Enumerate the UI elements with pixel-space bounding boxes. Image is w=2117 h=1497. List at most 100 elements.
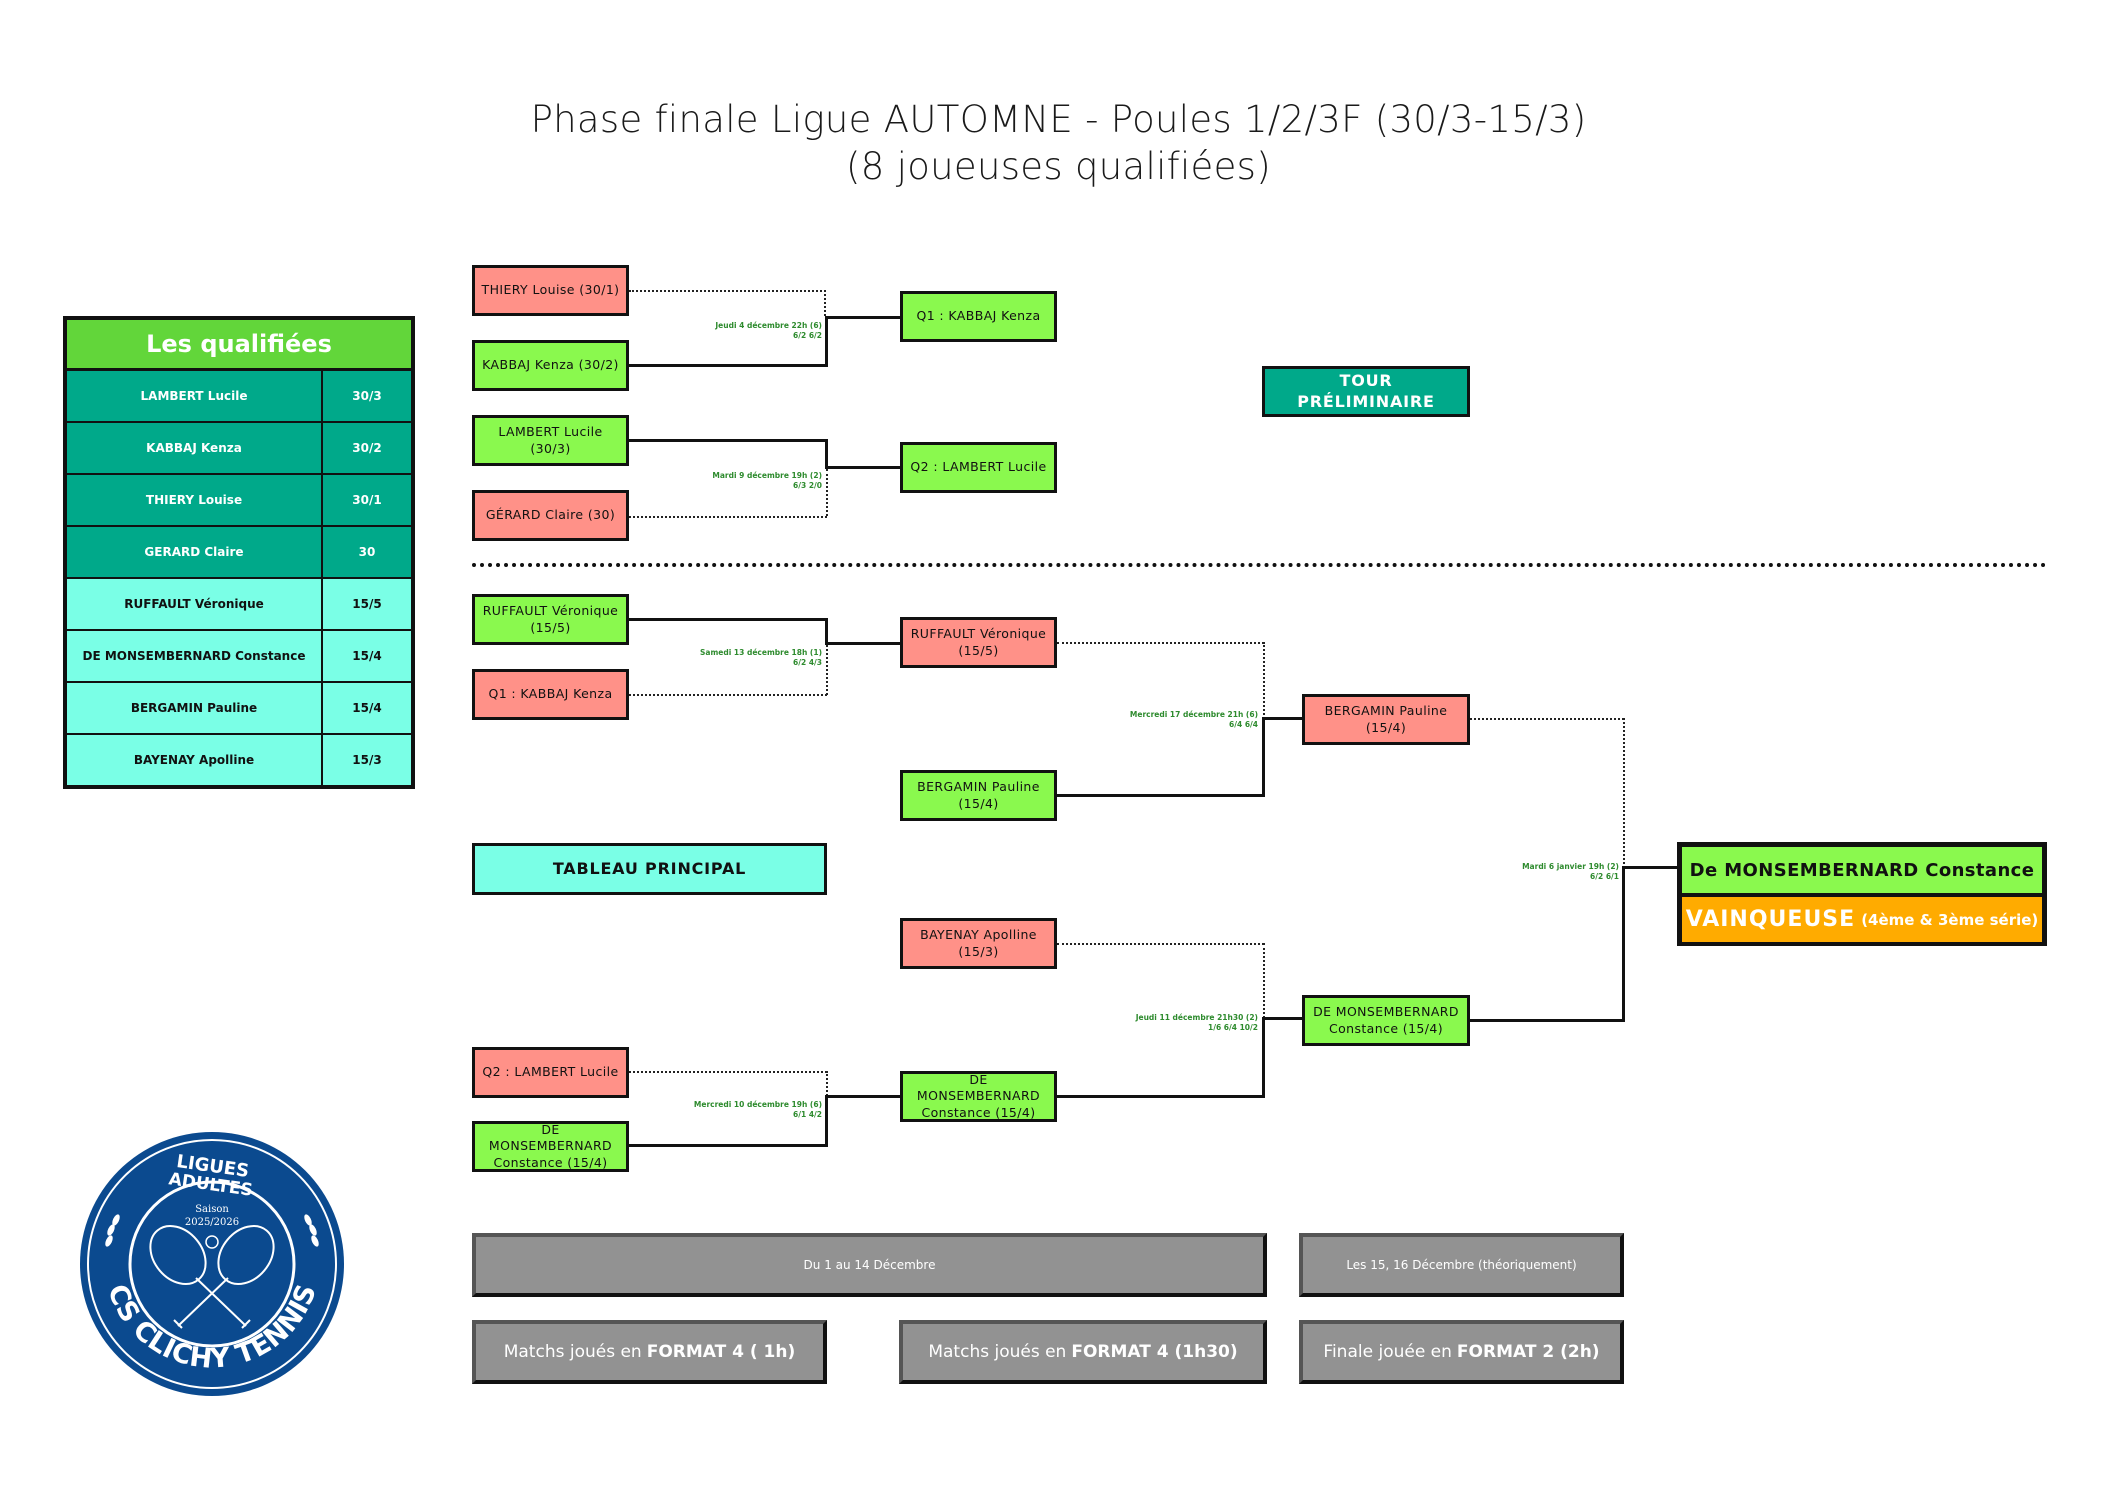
connector — [1262, 1017, 1265, 1098]
schedule-period-1: Du 1 au 14 Décembre — [472, 1233, 1267, 1297]
champion-box: De MONSEMBERNARD Constance VAINQUEUSE (4… — [1677, 842, 2047, 946]
champion-name: De MONSEMBERNARD Constance — [1682, 847, 2042, 897]
qualifier-row: BAYENAY Apolline 15/3 — [67, 735, 411, 785]
connector — [824, 290, 826, 316]
r1-bottom-player2: DE MONSEMBERNARD Constance (15/4) — [472, 1121, 629, 1172]
match-info: Mardi 6 janvier 19h (2) 6/2 6/1 — [1522, 862, 1619, 882]
qualifier-name: RUFFAULT Véronique — [67, 579, 323, 629]
connector — [825, 642, 901, 645]
seed-bottom-player: BAYENAY Apolline (15/3) — [900, 918, 1057, 969]
prelim2-player1: LAMBERT Lucile (30/3) — [472, 415, 629, 466]
connector — [1470, 1019, 1625, 1022]
match-score: 1/6 6/4 10/2 — [1208, 1023, 1258, 1033]
match-score: 6/3 2/0 — [793, 481, 822, 491]
r1-bottom-winner: DE MONSEMBERNARD Constance (15/4) — [900, 1071, 1057, 1122]
format-prefix: Matchs joués en — [503, 1342, 642, 1362]
connector — [826, 469, 828, 516]
prelim1-player1: THIERY Louise (30/1) — [472, 265, 629, 316]
format-value: FORMAT 2 (2h) — [1456, 1342, 1600, 1362]
r1-top-winner: RUFFAULT Véronique (15/5) — [900, 617, 1057, 668]
match-info: Mardi 9 décembre 19h (2) 6/3 2/0 — [712, 471, 822, 491]
match-date: Samedi 13 décembre 18h (1) — [700, 648, 822, 657]
match-info: Samedi 13 décembre 18h (1) 6/2 4/3 — [700, 648, 822, 668]
logo-emblem-icon: LIGUES ADULTES Saison 2025/2026 CS CLICH… — [80, 1132, 344, 1396]
qualifier-name: THIERY Louise — [67, 475, 323, 525]
qualifier-rank: 15/5 — [352, 597, 382, 611]
r1-top-player2: Q1 : KABBAJ Kenza — [472, 669, 629, 720]
qualifier-row: RUFFAULT Véronique 15/5 — [67, 579, 411, 631]
qualifiers-heading: Les qualifiées — [67, 320, 411, 371]
connector — [825, 439, 828, 469]
prelim1-player2: KABBAJ Kenza (30/2) — [472, 340, 629, 391]
qualifier-rank: 30/1 — [352, 493, 382, 507]
connector — [825, 316, 901, 319]
connector — [1057, 642, 1264, 644]
semi-bottom-winner: DE MONSEMBERNARD Constance (15/4) — [1302, 995, 1470, 1046]
qualifier-rank: 15/3 — [352, 753, 382, 767]
format-value: FORMAT 4 ( 1h) — [646, 1342, 796, 1362]
qualifier-rank: 30 — [358, 545, 376, 559]
section-divider — [472, 563, 2047, 567]
r1-bottom-player1: Q2 : LAMBERT Lucile — [472, 1047, 629, 1098]
connector — [629, 1071, 827, 1073]
qualifier-name: BAYENAY Apolline — [67, 735, 323, 785]
qualifier-rank: 30/3 — [352, 389, 382, 403]
prelim2-player2: GÉRARD Claire (30) — [472, 490, 629, 541]
prelim2-winner: Q2 : LAMBERT Lucile — [900, 442, 1057, 493]
match-score: 6/2 6/2 — [793, 331, 822, 341]
connector — [629, 439, 828, 442]
club-logo: LIGUES ADULTES Saison 2025/2026 CS CLICH… — [78, 1130, 346, 1398]
prelim1-winner: Q1 : KABBAJ Kenza — [900, 291, 1057, 342]
connector — [1262, 1017, 1304, 1020]
qualifier-name: KABBAJ Kenza — [67, 423, 323, 473]
qualifier-row: BERGAMIN Pauline 15/4 — [67, 683, 411, 735]
match-info: Mercredi 10 décembre 19h (6) 6/1 4/2 — [694, 1100, 822, 1120]
match-date: Mercredi 17 décembre 21h (6) — [1129, 710, 1258, 719]
winner-label: VAINQUEUSE — [1685, 907, 1856, 932]
qualifier-rank: 15/4 — [352, 701, 382, 715]
logo-season-label: Saison — [195, 1204, 229, 1215]
match-date: Mardi 9 décembre 19h (2) — [712, 471, 822, 480]
connector — [826, 1071, 828, 1096]
qualifier-row: THIERY Louise 30/1 — [67, 475, 411, 527]
match-date: Jeudi 11 décembre 21h30 (2) — [1135, 1013, 1258, 1022]
logo-season: 2025/2026 — [185, 1217, 239, 1228]
format-value: FORMAT 4 (1h30) — [1071, 1342, 1238, 1362]
qualifier-row: KABBAJ Kenza 30/2 — [67, 423, 411, 475]
connector — [629, 516, 827, 518]
connector — [1057, 1095, 1265, 1098]
connector — [1263, 642, 1265, 719]
format-prefix: Matchs joués en — [928, 1342, 1067, 1362]
connector — [629, 290, 826, 292]
match-date: Mercredi 10 décembre 19h (6) — [693, 1100, 822, 1109]
semi-top-winner: BERGAMIN Pauline (15/4) — [1302, 694, 1470, 745]
connector — [825, 316, 828, 367]
schedule-period-2: Les 15, 16 Décembre (théoriquement) — [1299, 1233, 1624, 1297]
r1-top-player1: RUFFAULT Véronique (15/5) — [472, 594, 629, 645]
connector — [1622, 866, 1678, 869]
qualifier-name: LAMBERT Lucile — [67, 371, 323, 421]
qualifier-rank: 30/2 — [352, 441, 382, 455]
qualifier-row: LAMBERT Lucile 30/3 — [67, 371, 411, 423]
connector — [1057, 943, 1264, 945]
qualifier-name: BERGAMIN Pauline — [67, 683, 323, 733]
match-info: Jeudi 11 décembre 21h30 (2) 1/6 6/4 10/2 — [1136, 1013, 1258, 1033]
qualifier-rank: 15/4 — [352, 649, 382, 663]
connector — [629, 364, 828, 367]
connector — [825, 466, 901, 469]
connector — [1470, 718, 1624, 720]
page-subtitle: (8 joueuses qualifiées) — [845, 145, 1271, 188]
connector — [825, 1095, 828, 1147]
match-score: 6/2 6/1 — [1590, 872, 1619, 882]
format-prefix: Finale jouée en — [1323, 1342, 1452, 1362]
winner-category: (4ème & 3ème série) — [1861, 910, 2039, 929]
connector — [629, 694, 827, 696]
main-draw-label: TABLEAU PRINCIPAL — [472, 843, 827, 895]
match-score: 6/4 6/4 — [1229, 720, 1258, 730]
connector — [825, 618, 828, 645]
